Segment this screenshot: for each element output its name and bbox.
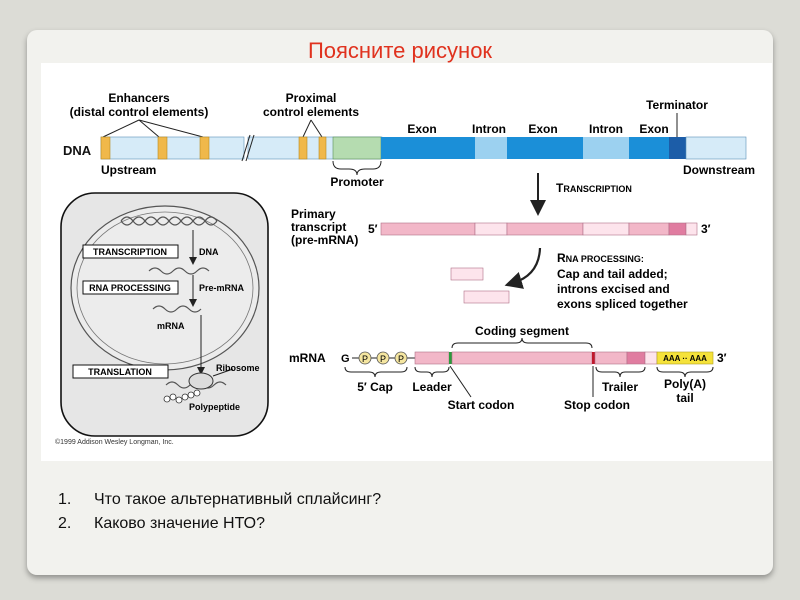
polya-label: Poly(A) xyxy=(664,377,706,391)
enhancer-block xyxy=(199,136,210,160)
dna-label: DNA xyxy=(63,143,92,158)
upstream-label: Upstream xyxy=(101,163,156,177)
five-cap-label: 5′ Cap xyxy=(357,380,393,394)
g-cap-label: G xyxy=(341,353,350,365)
cell-transcription-box xyxy=(82,244,179,259)
copyright-text: ©1999 Addison Wesley Longman, Inc. xyxy=(55,438,174,446)
cap-brace xyxy=(344,366,408,378)
gene-expression-diagram: DNA Enhancers (distal control elements) … xyxy=(55,91,755,446)
proximal-label: Proximal xyxy=(286,91,337,105)
proximal-pointer-lines xyxy=(302,119,323,138)
dna-strand xyxy=(100,134,747,162)
trailer-brace xyxy=(595,366,646,378)
cell-pre-mrna-label: Pre-mRNA xyxy=(199,283,245,293)
cell-rna-processing-box xyxy=(82,280,179,295)
ribosome-icon xyxy=(188,372,214,390)
mrna-three-prime: 3′ xyxy=(717,351,727,365)
primary-transcript-label: transcript xyxy=(291,220,346,234)
cell-polypeptide-label: Polypeptide xyxy=(189,402,240,412)
dna-upstream-segment xyxy=(100,136,245,160)
cell-translation-label: TRANSLATION xyxy=(88,367,152,377)
promoter-block xyxy=(332,136,382,160)
excised-intron xyxy=(450,267,484,281)
svg-text:P: P xyxy=(380,354,386,364)
rna-processing-detail: exons spliced together xyxy=(557,297,688,311)
excised-intron xyxy=(463,290,510,304)
dna-downstream-segment xyxy=(685,136,747,160)
rna-processing-detail: Cap and tail added; xyxy=(557,267,668,281)
processing-arrow xyxy=(504,247,542,289)
cell-ribosome-label: Ribosome xyxy=(216,363,260,373)
pre-mrna-strand xyxy=(380,222,698,236)
rna-processing-detail: introns excised and xyxy=(557,282,670,296)
question-number: 1. xyxy=(58,491,72,508)
exon-block xyxy=(629,137,669,159)
cell-dna-label: DNA xyxy=(199,247,219,257)
segment-label-intron: Intron xyxy=(472,122,506,136)
cell-mrna-label: mRNA xyxy=(157,321,185,331)
polya-brace xyxy=(656,366,714,378)
cell-rna-processing-label: RNA PROCESSING xyxy=(89,283,171,293)
transcription-step-label: TRANSCRIPTION xyxy=(556,181,632,195)
polypeptide-icon xyxy=(163,389,201,404)
gene-expression-figure: DNA Enhancers (distal control elements) … xyxy=(41,63,772,461)
enhancer-block xyxy=(100,136,111,160)
question-number: 2. xyxy=(58,515,72,532)
rna-processing-label: RNA PROCESSING: xyxy=(557,251,644,265)
promoter-label: Promoter xyxy=(330,175,384,189)
svg-text:P: P xyxy=(398,354,404,364)
trailer-label: Trailer xyxy=(602,380,638,394)
enhancers-label: Enhancers xyxy=(108,91,170,105)
intron-block xyxy=(475,137,507,159)
proximal-element-block xyxy=(318,136,327,160)
stop-codon-label: Stop codon xyxy=(564,398,630,412)
enhancer-block xyxy=(157,136,168,160)
three-prime-label: 3′ xyxy=(701,222,711,236)
cell-translation-box xyxy=(72,364,169,379)
svg-text:P: P xyxy=(362,354,368,364)
coding-segment-brace xyxy=(451,337,593,349)
terminator-block xyxy=(669,137,686,159)
question-text: Что такое альтернативный сплайсинг? xyxy=(94,491,382,508)
question-text: Каково значение НТО? xyxy=(94,515,265,532)
coding-segment-label: Coding segment xyxy=(475,324,569,338)
question-item: 1. Что такое альтернативный сплайсинг? xyxy=(58,488,381,512)
terminator-label: Terminator xyxy=(646,98,708,112)
segment-label-intron: Intron xyxy=(589,122,623,136)
exon-block xyxy=(381,137,475,159)
primary-transcript-label: Primary xyxy=(291,207,336,221)
segment-label-exon: Exon xyxy=(407,122,436,136)
five-prime-cap: P P P xyxy=(352,351,415,365)
question-list: 1. Что такое альтернативный сплайсинг? 2.… xyxy=(58,488,381,536)
primary-transcript-label: (pre-mRNA) xyxy=(291,233,358,247)
polya-sequence: AAA ·· AAA xyxy=(663,354,707,363)
question-item: 2. Каково значение НТО? xyxy=(58,512,381,536)
mrna-label: mRNA xyxy=(289,351,326,365)
enhancers-sublabel: (distal control elements) xyxy=(70,105,209,119)
mrna-strand xyxy=(414,351,714,365)
start-codon-label: Start codon xyxy=(448,398,515,412)
exon-block xyxy=(507,137,583,159)
leader-label: Leader xyxy=(412,380,452,394)
intron-block xyxy=(583,137,629,159)
leader-brace xyxy=(414,366,450,378)
proximal-sublabel: control elements xyxy=(263,105,359,119)
segment-label-exon: Exon xyxy=(528,122,557,136)
enhancer-pointer-lines xyxy=(102,119,204,138)
downstream-label: Downstream xyxy=(683,163,755,177)
promoter-brace xyxy=(332,160,382,176)
proximal-element-block xyxy=(298,136,308,160)
polya-tail-label: tail xyxy=(676,391,693,405)
slide-title: Поясните рисунок xyxy=(307,38,493,63)
segment-label-exon: Exon xyxy=(639,122,668,136)
five-prime-label: 5′ xyxy=(368,222,378,236)
cell-transcription-label: TRANSCRIPTION xyxy=(93,247,167,257)
